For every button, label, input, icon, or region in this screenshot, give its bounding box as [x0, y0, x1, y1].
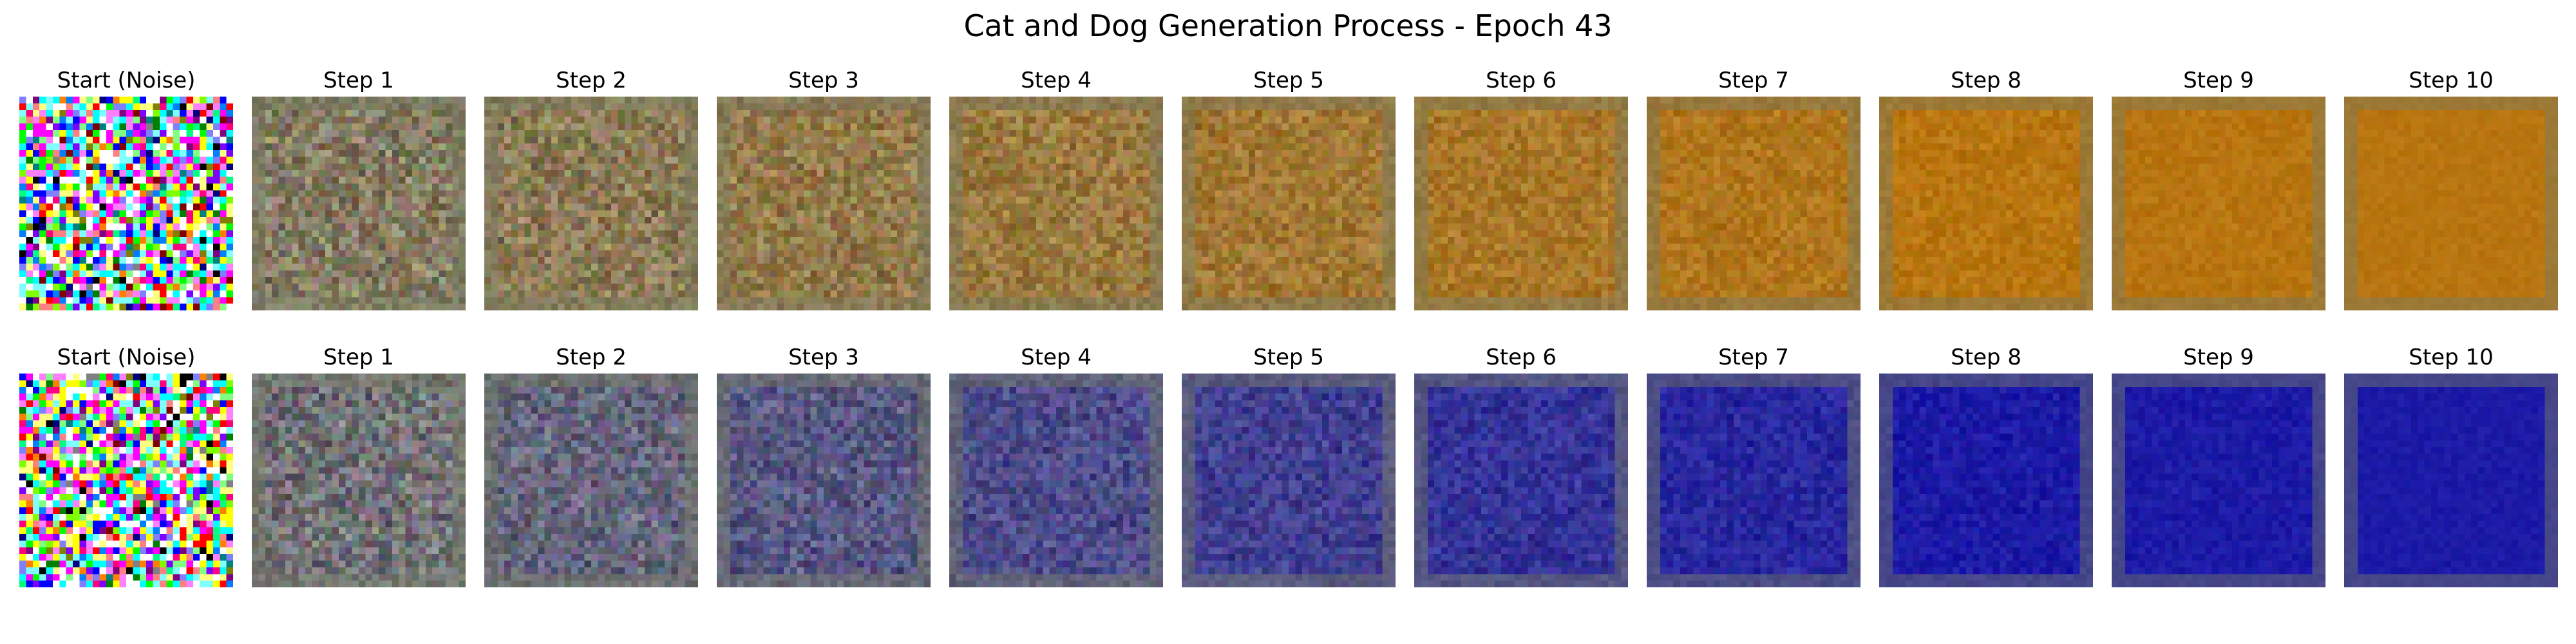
- panel-title: Step 6: [1395, 343, 1647, 372]
- sample-panel: Step 7: [1647, 66, 1861, 310]
- generated-image: [717, 374, 931, 587]
- panel-title: Step 4: [930, 66, 1182, 95]
- sample-panel: Step 4: [949, 66, 1163, 310]
- sample-panel: Step 10: [2344, 343, 2558, 587]
- generated-image: [484, 97, 698, 310]
- generated-image: [1879, 97, 2093, 310]
- generated-image: [484, 374, 698, 587]
- panel-title: Step 7: [1627, 343, 1880, 372]
- generated-image: [1647, 374, 1861, 587]
- sample-panel: Step 5: [1182, 343, 1396, 587]
- sample-panel: Step 6: [1414, 66, 1628, 310]
- generated-image: [1647, 97, 1861, 310]
- panel-title: Step 10: [2325, 343, 2576, 372]
- panel-title: Step 9: [2092, 66, 2345, 95]
- sample-panel: Step 8: [1879, 66, 2093, 310]
- sample-panel: Step 7: [1647, 343, 1861, 587]
- generated-image: [1182, 374, 1396, 587]
- sample-panel: Start (Noise): [19, 343, 233, 587]
- panel-title: Step 5: [1162, 343, 1415, 372]
- sample-panel: Step 9: [2112, 66, 2325, 310]
- sample-panel: Step 10: [2344, 66, 2558, 310]
- panel-title: Step 4: [930, 343, 1182, 372]
- panel-title: Step 10: [2325, 66, 2576, 95]
- generated-image: [949, 97, 1163, 310]
- panel-title: Step 2: [465, 343, 717, 372]
- panel-title: Step 3: [697, 343, 950, 372]
- generated-image: [252, 97, 466, 310]
- sample-panel: Step 9: [2112, 343, 2325, 587]
- sample-panel: Step 6: [1414, 343, 1628, 587]
- sample-panel: Step 1: [252, 343, 466, 587]
- panel-title: Step 3: [697, 66, 950, 95]
- sample-panel: Step 8: [1879, 343, 2093, 587]
- generated-image: [252, 374, 466, 587]
- panel-title: Step 8: [1860, 343, 2112, 372]
- panel-title: Step 8: [1860, 66, 2112, 95]
- generated-image: [2344, 97, 2558, 310]
- sample-panel: Step 2: [484, 66, 698, 310]
- sample-panel: Start (Noise): [19, 66, 233, 310]
- generated-image: [717, 97, 931, 310]
- generated-image: [1414, 374, 1628, 587]
- panel-title: Step 9: [2092, 343, 2345, 372]
- panel-title: Start (Noise): [0, 343, 252, 372]
- generated-image: [19, 97, 233, 310]
- figure-title: Cat and Dog Generation Process - Epoch 4…: [0, 6, 2576, 45]
- generated-image: [949, 374, 1163, 587]
- sample-panel: Step 1: [252, 66, 466, 310]
- sample-panel: Step 3: [717, 343, 931, 587]
- generated-image: [2112, 97, 2325, 310]
- panel-title: Step 7: [1627, 66, 1880, 95]
- generated-image: [19, 374, 233, 587]
- sample-panel: Step 3: [717, 66, 931, 310]
- sample-panel: Step 5: [1182, 66, 1396, 310]
- panel-title: Step 5: [1162, 66, 1415, 95]
- panel-title: Step 1: [232, 343, 485, 372]
- generated-image: [1414, 97, 1628, 310]
- sample-panel: Step 4: [949, 343, 1163, 587]
- generated-image: [1182, 97, 1396, 310]
- generated-image: [2112, 374, 2325, 587]
- panel-title: Step 6: [1395, 66, 1647, 95]
- sample-panel: Step 2: [484, 343, 698, 587]
- panel-title: Step 1: [232, 66, 485, 95]
- generated-image: [1879, 374, 2093, 587]
- generated-image: [2344, 374, 2558, 587]
- panel-title: Start (Noise): [0, 66, 252, 95]
- panel-title: Step 2: [465, 66, 717, 95]
